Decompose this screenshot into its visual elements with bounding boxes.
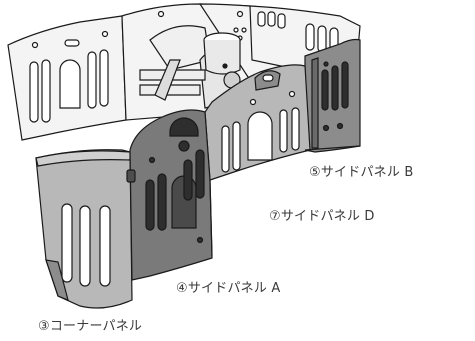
- label-side-panel-b: ⑤サイドパネル B: [309, 165, 414, 180]
- side-panel-b: [304, 38, 361, 153]
- label-side-panel-d: ⑦サイドパネル D: [269, 209, 375, 224]
- corner-panel: [35, 149, 133, 309]
- side-panel-d: [204, 64, 311, 181]
- label-corner-panel: ③コーナーパネル: [38, 319, 143, 334]
- side-panel-a: [126, 109, 213, 281]
- label-side-panel-a: ④サイドパネル A: [176, 281, 281, 296]
- back-left-white-panel: [7, 15, 127, 141]
- panel-bottom-edges: [209, 145, 361, 257]
